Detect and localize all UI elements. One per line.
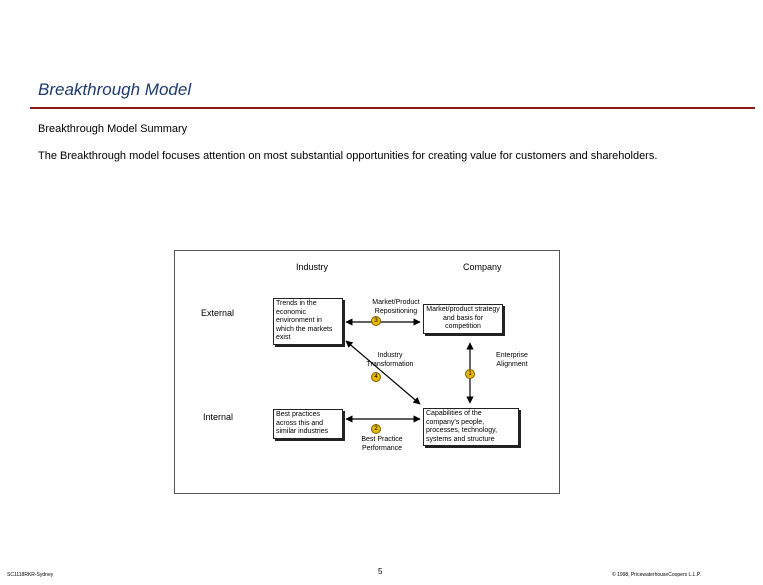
footer-copyright: © 1998, PricewaterhouseCoopers L.L.P. [612,572,701,578]
node-2: 2 [371,424,381,434]
node-4: 4 [371,372,381,382]
column-label-industry: Industry [296,262,329,272]
label-market-repositioning: Market/Product Repositioning [372,299,420,315]
title-divider [30,107,755,109]
column-label-company: Company [463,262,502,272]
section-description: The Breakthrough model focuses attention… [38,150,658,162]
page-title: Breakthrough Model [38,80,192,99]
node-3: 3 [371,316,381,326]
label-industry-transformation: Industry Transformation [366,352,414,368]
box-best-practices: Best practices across this and similar i… [273,409,343,439]
section-subtitle: Breakthrough Model Summary [38,123,188,135]
row-label-internal: Internal [203,412,234,422]
label-enterprise-alignment: Enterprise Alignment [496,352,528,368]
label-best-practice-performance: Best Practice Performance [361,436,403,452]
arrow-transformation [345,340,421,405]
box-company-capabilities: Capabilities of the company's people, pr… [423,408,519,446]
diagram-frame [174,250,560,494]
page-number: 5 [378,567,383,576]
footer-document-id: SC1118RKR-Sydney [7,572,54,578]
row-label-external: External [201,308,235,318]
box-economic-trends: Trends in the economic environment in wh… [273,298,343,345]
node-1: 1 [465,369,475,379]
box-market-strategy: Market/product strategy and basis for co… [423,304,503,334]
title-divider-line [30,107,755,109]
